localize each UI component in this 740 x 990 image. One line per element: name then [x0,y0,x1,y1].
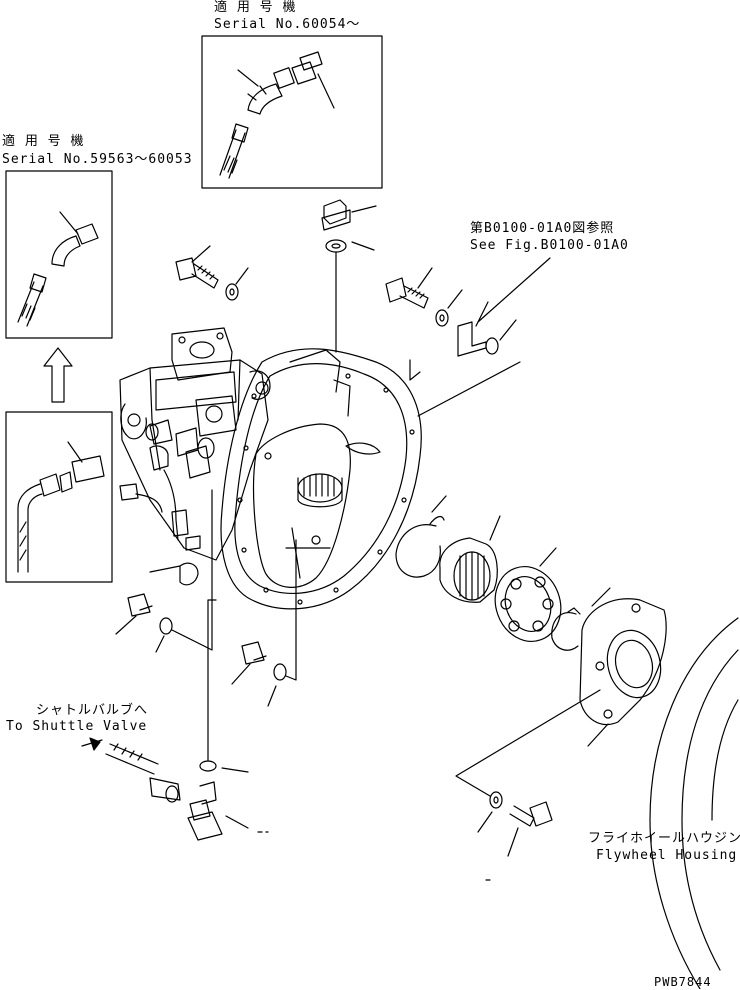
hydraulic-pump-body [119,327,271,586]
snap-ring-large [395,495,447,578]
snap-ring-small [551,587,611,651]
bolt-pump-top [175,245,219,289]
arrow-up-icon [43,347,73,403]
inset-serial-60054 [201,35,383,189]
mounting-flange [220,348,422,610]
drawing-code: PWB7844 [654,975,712,989]
reference-figure-en: See Fig.B0100-01A0 [470,238,629,253]
flywheel-housing [649,617,739,989]
shuttle-valve-hose [81,599,249,841]
reference-figure-jp: 第B0100-01A0図参照 [470,221,615,236]
washer-pump-top [225,267,249,301]
serial-range-top: Serial No.60054～ [214,17,361,32]
applicable-models-jp-left: 適 用 号 機 [2,134,85,149]
bolt-lower-right [455,689,601,857]
flywheel-housing-label-en: Flywheel Housing [596,848,738,863]
shuttle-valve-label-jp: シャトルバルブへ [36,703,149,718]
inset-current-hose [5,411,113,583]
bolt-right [385,257,551,417]
flywheel-housing-label-jp: フライホイールハウジング [588,831,740,846]
shuttle-valve-label-en: To Shuttle Valve [6,719,148,734]
plug-small [149,565,181,573]
misc-dots [257,831,491,881]
fitting-left [115,489,213,653]
fitting-center [231,539,297,707]
inset-serial-59563 [5,170,113,339]
adapter-housing [579,598,667,747]
applicable-models-jp-top: 適 用 号 機 [214,0,297,15]
coupling-spline [439,515,501,603]
bearing [494,547,562,642]
plug-top [321,199,377,253]
serial-range-left: Serial No.59563～60053 [2,152,193,167]
